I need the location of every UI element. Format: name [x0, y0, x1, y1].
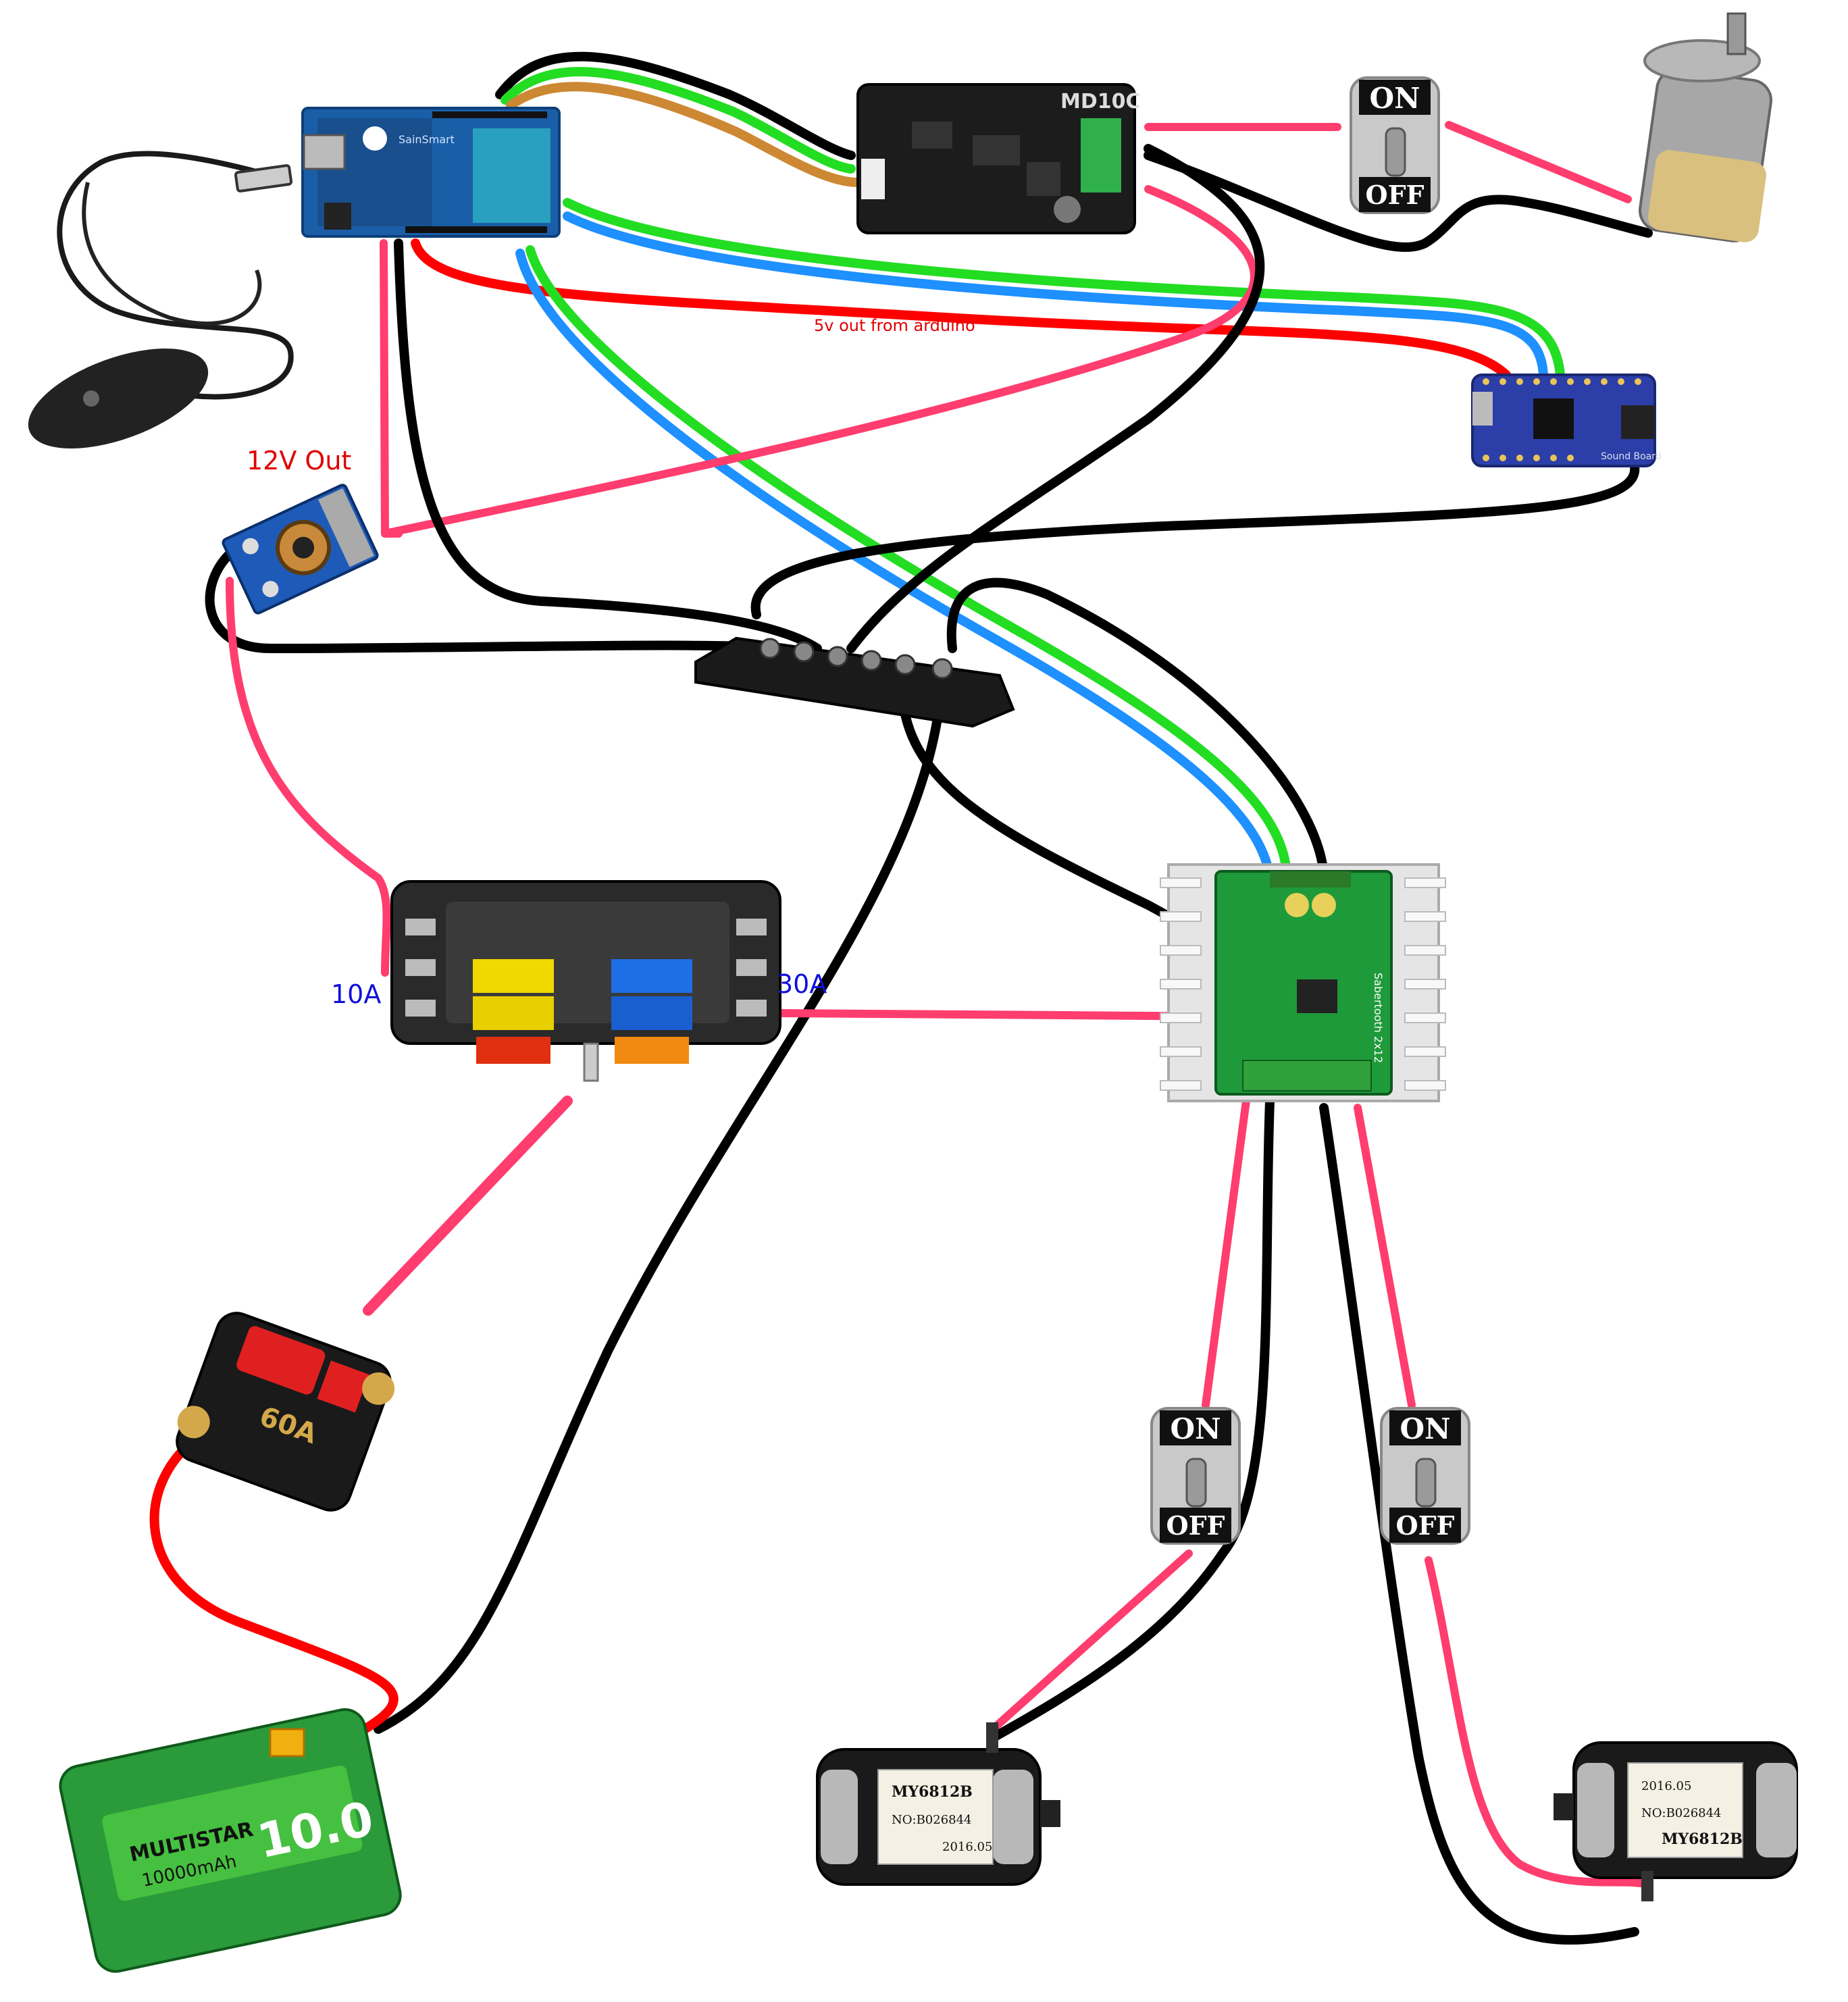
wire-blue-arduino-soundboard [563, 211, 1548, 380]
switch-off-label: OFF [1166, 1510, 1225, 1541]
wire-green-arduino-soundboard [563, 198, 1565, 380]
wire-pink-buck-md10c [381, 185, 1258, 538]
wire-black-arduino-md10c [495, 51, 856, 160]
md10c-motor-driver: MD10C [856, 83, 1141, 234]
wires [149, 51, 1653, 1945]
fuse-blue-1 [611, 959, 692, 993]
wireless-receiver [28, 151, 294, 448]
wire-pink-buck-fuse [226, 577, 391, 977]
receiver-button [83, 390, 99, 407]
switch-on-label: ON [1370, 82, 1420, 115]
wire-pink-switch-motor-right [1424, 1556, 1652, 1889]
usb-plug [234, 164, 293, 192]
wire-black-md10c-busbar [846, 144, 1265, 653]
wire-pink-sabertooth-switch-right [1354, 1104, 1416, 1409]
toggle-switch-right[interactable]: ON OFF [1380, 1407, 1470, 1545]
wire-red-breaker-battery [149, 1434, 399, 1734]
receiver-cable [57, 151, 294, 400]
label-12v-out: 12V Out [247, 446, 351, 476]
motor-serial: NO:B026844 [892, 1813, 972, 1827]
switch-off-label: OFF [1395, 1510, 1454, 1541]
toggle-switch-top[interactable]: ON OFF [1350, 76, 1440, 214]
motor-date: 2016.05 [1641, 1779, 1691, 1793]
md10c-label: MD10C [1060, 90, 1141, 113]
wire-orange-arduino-md10c [506, 82, 863, 187]
fuse-yellow-1 [473, 959, 554, 993]
sabertooth-label: Sabertooth 2x12 [1372, 973, 1385, 1063]
drive-motor-left: MY6812B NO:B026844 2016.05 [816, 1722, 1060, 1886]
sainsmart-logo-icon [363, 126, 387, 151]
wire-pink-switch-motor-left [989, 1549, 1193, 1733]
label-5v-out: 5v out from arduino [814, 316, 975, 335]
wire-black-busbar-battery [374, 671, 947, 1734]
label-10a: 10A [331, 979, 381, 1009]
wire-black-sabertooth-motor-right [1319, 1103, 1639, 1945]
usb-a-port [303, 134, 346, 170]
gear-motor [1639, 12, 1772, 242]
switch-on-label: ON [1171, 1412, 1221, 1445]
circuit-breaker: 60A [176, 1312, 395, 1512]
switch-on-label: ON [1400, 1412, 1451, 1445]
fuse-red [476, 1037, 550, 1064]
sabertooth-motor-driver: Sabertooth 2x12 [1160, 863, 1446, 1102]
wire-pink-switch-gearmotor [1445, 121, 1632, 203]
motor-model: MY6812B [892, 1783, 973, 1801]
wire-black-soundboard-busbar [750, 461, 1640, 619]
wire-pink-fuse-breaker [363, 1096, 573, 1316]
fuse-yellow-2 [473, 996, 554, 1030]
motor-model: MY6812B [1662, 1830, 1743, 1848]
motor-serial: NO:B026844 [1641, 1806, 1722, 1820]
wire-red-5v-arduino-soundboard [411, 238, 1511, 380]
wire-green-arduino-sabertooth [525, 245, 1291, 879]
wire-black-arduino-busbar [394, 238, 822, 653]
switch-off-label: OFF [1365, 180, 1424, 210]
label-30a: 30A [777, 969, 827, 999]
toggle-switch-left[interactable]: ON OFF [1150, 1407, 1241, 1545]
receiver-body [28, 349, 209, 448]
arduino-usb-host-shield: SainSmart [301, 107, 561, 238]
motor-date: 2016.05 [942, 1840, 992, 1854]
fuse-orange [615, 1037, 689, 1064]
wire-black-md10c-gearmotor [1144, 151, 1653, 252]
ground-bus-bar [694, 636, 1015, 728]
sound-board: Sound Board [1471, 374, 1662, 467]
fuse-blue-2 [611, 996, 692, 1030]
usb-shield-label: SainSmart [399, 133, 455, 146]
lipo-battery: MULTISTAR 10000mAh 10.0 [59, 1708, 402, 1973]
wire-green-arduino-md10c [500, 67, 856, 174]
drive-motor-right: 2016.05 NO:B026844 MY6812B [1554, 1741, 1798, 1901]
fuse-box [390, 880, 781, 1082]
buck-converter [222, 484, 379, 615]
wire-pink-sabertooth-switch-left [1202, 1097, 1250, 1409]
wire-black-buck-busbar [205, 549, 788, 653]
sound-board-label: Sound Board [1601, 451, 1662, 462]
wire-black-sabertooth-top-busbar [946, 578, 1329, 879]
